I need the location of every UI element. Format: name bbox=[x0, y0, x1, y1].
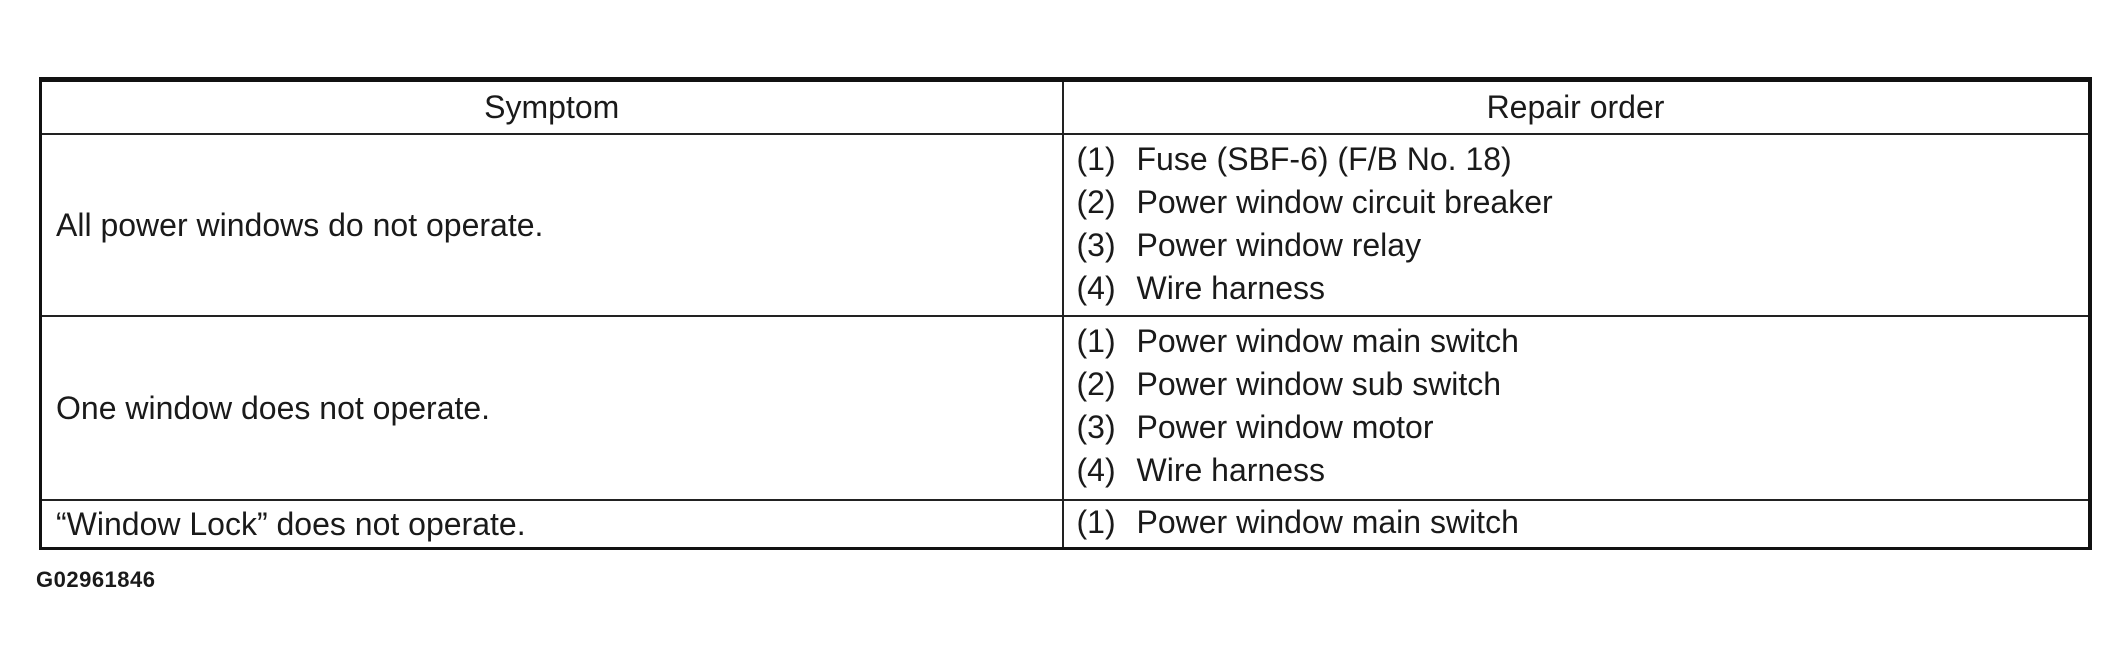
repair-step: (3) Power window motor bbox=[1077, 406, 2088, 449]
symptom-repair-table: Symptom Repair order All power windows d… bbox=[39, 77, 2092, 550]
symptom-cell: All power windows do not operate. bbox=[39, 133, 1064, 317]
repair-order-cell: (1) Fuse (SBF-6) (F/B No. 18) (2) Power wi… bbox=[1061, 133, 2091, 317]
repair-step: (2) Power window sub switch bbox=[1077, 363, 2088, 406]
step-text: Power window motor bbox=[1136, 409, 1434, 445]
step-number: (1) bbox=[1076, 504, 1116, 540]
step-number: (4) bbox=[1076, 452, 1116, 488]
table-row: One window does not operate. (1) Power wi… bbox=[39, 315, 2091, 501]
symptom-cell: One window does not operate. bbox=[39, 315, 1064, 501]
step-number: (2) bbox=[1076, 184, 1116, 220]
step-text: Power window main switch bbox=[1136, 323, 1519, 359]
repair-order-column-header: Repair order bbox=[1061, 78, 2091, 135]
symptom-column-header: Symptom bbox=[39, 78, 1064, 135]
repair-step: (4) Wire harness bbox=[1077, 449, 2088, 492]
step-number: (1) bbox=[1076, 323, 1116, 359]
step-text: Power window circuit breaker bbox=[1136, 184, 1553, 220]
step-text: Power window sub switch bbox=[1136, 366, 1502, 402]
repair-step: (4) Wire harness bbox=[1077, 267, 2088, 310]
step-text: Power window relay bbox=[1136, 227, 1422, 263]
repair-order-cell: (1) Power window main switch (2) Power win… bbox=[1061, 315, 2091, 501]
step-text: Fuse (SBF-6) (F/B No. 18) bbox=[1136, 141, 1512, 177]
repair-step: (1) Power window main switch bbox=[1077, 501, 2088, 544]
table-row: All power windows do not operate. (1) Fus… bbox=[39, 133, 2091, 317]
figure-id-label: G02961846 bbox=[36, 567, 156, 592]
repair-step-list: (1) Fuse (SBF-6) (F/B No. 18) (2) Power wi… bbox=[1077, 135, 2088, 310]
step-number: (1) bbox=[1076, 141, 1116, 177]
step-number: (4) bbox=[1076, 270, 1116, 306]
repair-step: (2) Power window circuit breaker bbox=[1077, 181, 2088, 224]
step-number: (2) bbox=[1076, 366, 1116, 402]
step-text: Wire harness bbox=[1136, 452, 1326, 488]
repair-step-list: (1) Power window main switch bbox=[1077, 501, 2088, 544]
repair-step: (3) Power window relay bbox=[1077, 224, 2088, 267]
repair-step: (1) Fuse (SBF-6) (F/B No. 18) bbox=[1077, 138, 2088, 181]
table-row: “Window Lock” does not operate. (1) Power… bbox=[39, 499, 2091, 550]
repair-step-list: (1) Power window main switch (2) Power win… bbox=[1077, 317, 2088, 492]
repair-order-cell: (1) Power window main switch bbox=[1061, 499, 2091, 550]
symptom-cell: “Window Lock” does not operate. bbox=[39, 499, 1064, 550]
repair-step: (1) Power window main switch bbox=[1077, 320, 2088, 363]
step-number: (3) bbox=[1076, 227, 1116, 263]
step-text: Power window main switch bbox=[1136, 504, 1519, 540]
step-number: (3) bbox=[1076, 409, 1116, 445]
step-text: Wire harness bbox=[1136, 270, 1326, 306]
table-header-row: Symptom Repair order bbox=[39, 78, 2091, 135]
